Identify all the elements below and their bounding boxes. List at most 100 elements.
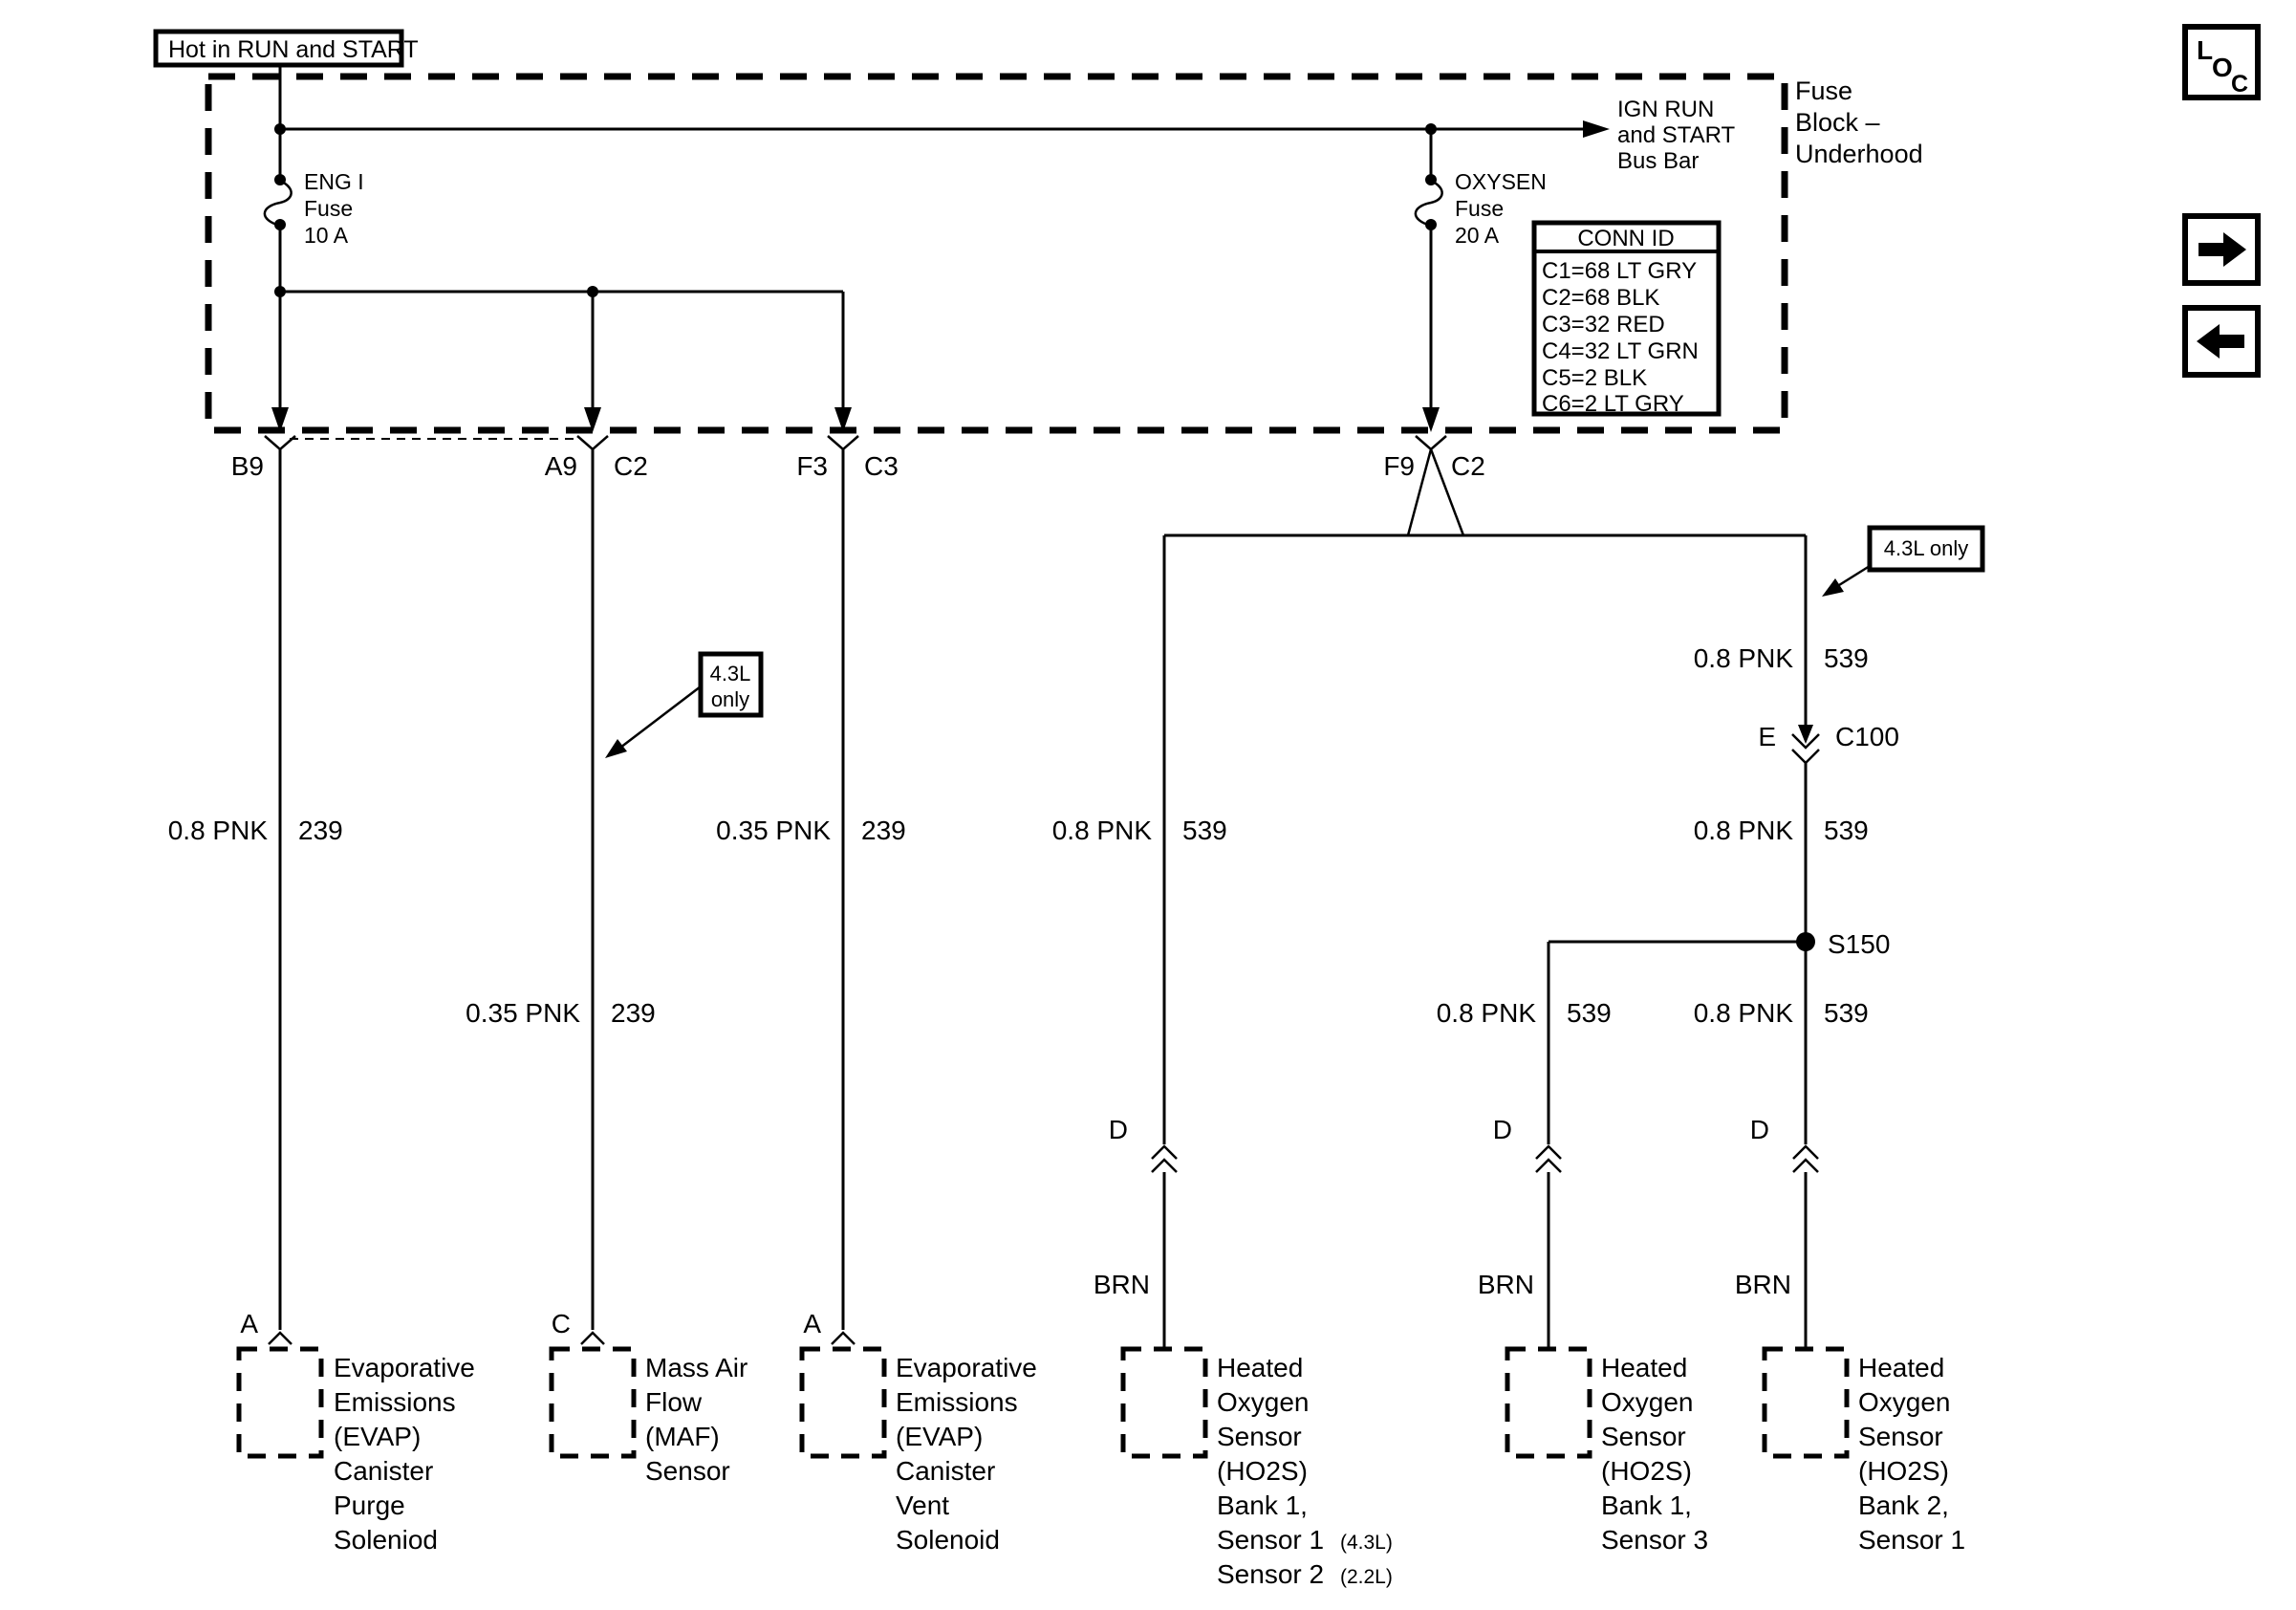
- right-branch-wire: E C100 0.8 PNK 539 0.8 PNK 539: [1694, 535, 1899, 1144]
- feed-arrowhead: [1422, 407, 1440, 432]
- component-box: [549, 1346, 637, 1459]
- wire-size-label: 0.8 PNK: [168, 816, 269, 845]
- pin-label-e: E: [1758, 722, 1776, 751]
- component-label-line: Evaporative: [896, 1353, 1037, 1382]
- loc-letter-o: O: [2212, 53, 2233, 82]
- component-maf-sensor: C Mass Air Flow (MAF) Sensor: [549, 1309, 747, 1486]
- pin-label-a: A: [240, 1309, 258, 1338]
- connector-label-c2-right: C2: [1451, 451, 1485, 481]
- connector-chevron-a9: [576, 435, 609, 451]
- oxysen-fuse-element: [1414, 179, 1443, 228]
- component-label-line: Solenoid: [896, 1525, 1000, 1555]
- fuse-output-feed: [271, 225, 1440, 432]
- wire-circuit-label: 539: [1182, 816, 1227, 845]
- component-label-line: Emissions: [896, 1387, 1018, 1417]
- eng1-fuse-rating: 10 A: [304, 223, 349, 248]
- component-box: [1120, 1346, 1208, 1459]
- component-label-line: (HO2S): [1858, 1456, 1949, 1486]
- pin-label-d3: D: [1750, 1115, 1769, 1144]
- feed-arrowhead: [271, 407, 289, 432]
- component-label-line: (MAF): [645, 1422, 720, 1451]
- loc-letter-c: C: [2231, 71, 2248, 98]
- component-label-line: Oxygen: [1601, 1387, 1694, 1417]
- component-label-line: Sensor: [1858, 1422, 1943, 1451]
- component-box: [1505, 1346, 1592, 1459]
- hot-in-run-start-box: Hot in RUN and START: [153, 29, 419, 68]
- connector-label-c3: C3: [864, 451, 899, 481]
- c100-arrowhead: [1798, 725, 1813, 744]
- ho2s1-wire: 0.8 PNK 539 D BRN: [1052, 535, 1227, 1349]
- component-box: [236, 1346, 324, 1459]
- component-label-line: Sensor: [1217, 1422, 1302, 1451]
- component-label-line: Purge: [334, 1490, 405, 1520]
- wire-color-brn1: BRN: [1094, 1270, 1150, 1299]
- component-connector-chevron: [268, 1331, 292, 1345]
- conn-id-row: C4=32 LT GRN: [1542, 338, 1699, 364]
- component-label-line: Oxygen: [1858, 1387, 1951, 1417]
- ign-bus-bar: IGN RUN and START Bus Bar: [274, 97, 1736, 174]
- component-label-line: (HO2S): [1217, 1456, 1308, 1486]
- wire-size-label: 0.35 PNK: [716, 816, 831, 845]
- conn-id-row: C6=2 LT GRY: [1542, 391, 1684, 417]
- component-label-line: Sensor: [1601, 1422, 1686, 1451]
- wire-size-label: 0.8 PNK: [1694, 816, 1794, 845]
- pin-label-a2: A: [803, 1309, 821, 1338]
- splice-label-s150: S150: [1828, 929, 1890, 959]
- component-box: [799, 1346, 887, 1459]
- f9-branch-split: [1164, 448, 1806, 537]
- fuse-block-connectors: B9 A9 C2 F3 C3 F9 C2: [231, 435, 1485, 481]
- component-label-line: Sensor 1: [1858, 1525, 1965, 1555]
- component-label-line: Heated: [1858, 1353, 1944, 1382]
- pin-label-d1: D: [1109, 1115, 1128, 1144]
- note-43l-right-label: 4.3L only: [1884, 536, 1968, 560]
- eng1-fuse: ENG I Fuse 10 A: [263, 65, 364, 248]
- conn-id-row: C2=68 BLK: [1542, 285, 1659, 311]
- note-43l-maf-arrowhead: [605, 739, 627, 758]
- fuse-block-name-line3: Underhood: [1795, 140, 1923, 168]
- component-label-line: Emissions: [334, 1387, 456, 1417]
- component-evap-purge-solenoid: A Evaporative Emissions (EVAP) Canister …: [236, 1309, 475, 1555]
- component-label-line: Sensor 2: [1217, 1559, 1324, 1589]
- connector-chevron-f3: [827, 435, 859, 451]
- eng1-fuse-name: ENG I: [304, 169, 364, 194]
- wire-circuit-label: 539: [1824, 643, 1869, 673]
- component-label-line: (EVAP): [896, 1422, 983, 1451]
- component-ho2s-b2s1: Heated Oxygen Sensor (HO2S) Bank 2, Sens…: [1762, 1346, 1965, 1555]
- oxysen-fuse-name: OXYSEN: [1455, 169, 1547, 194]
- component-connector-chevron: [580, 1331, 605, 1345]
- component-label-line: Bank 2,: [1858, 1490, 1949, 1520]
- pin-label-b9: B9: [231, 451, 264, 481]
- prev-page-button[interactable]: [2182, 305, 2261, 378]
- pin-label-f9: F9: [1383, 451, 1415, 481]
- next-page-button[interactable]: [2182, 213, 2261, 286]
- connector-label-c100: C100: [1835, 722, 1899, 751]
- fuse-block-name-line2: Block –: [1795, 108, 1880, 137]
- loc-button[interactable]: L O C: [2182, 24, 2261, 100]
- note-43l-right-arrowhead: [1822, 578, 1844, 597]
- d2-connector-chevrons: [1535, 1144, 1562, 1173]
- note-43l-maf-line2: only: [711, 687, 749, 711]
- component-label-line: Heated: [1217, 1353, 1303, 1382]
- wire-size-label: 0.35 PNK: [466, 998, 580, 1028]
- feed-arrowhead: [834, 407, 852, 432]
- component-label-line: Sensor 3: [1601, 1525, 1708, 1555]
- maf-wire: 0.35 PNK 239: [466, 449, 656, 1330]
- pin-label-c: C: [552, 1309, 571, 1338]
- hot-in-run-start-label: Hot in RUN and START: [168, 36, 419, 63]
- conn-id-table: CONN ID C1=68 LT GRY C2=68 BLK C3=32 RED…: [1531, 220, 1722, 417]
- wire-circuit-label: 539: [1824, 816, 1869, 845]
- wire-circuit-label: 239: [611, 998, 656, 1028]
- connector-chevron-f9: [1415, 435, 1447, 451]
- conn-id-row: C5=2 BLK: [1542, 365, 1647, 391]
- conn-id-row: C1=68 LT GRY: [1542, 258, 1697, 284]
- component-box: [1762, 1346, 1850, 1459]
- component-engine-note: (4.3L): [1340, 1532, 1393, 1554]
- component-label-line: Flow: [645, 1387, 703, 1417]
- wire-size-label: 0.8 PNK: [1437, 998, 1537, 1028]
- pin-label-d2: D: [1493, 1115, 1512, 1144]
- conn-id-title: CONN ID: [1577, 226, 1674, 251]
- fuse-block-name-line1: Fuse: [1795, 76, 1852, 105]
- s150-splice: S150: [1549, 929, 1890, 959]
- component-engine-note: (2.2L): [1340, 1566, 1393, 1588]
- component-label-line: Sensor 1: [1217, 1525, 1324, 1555]
